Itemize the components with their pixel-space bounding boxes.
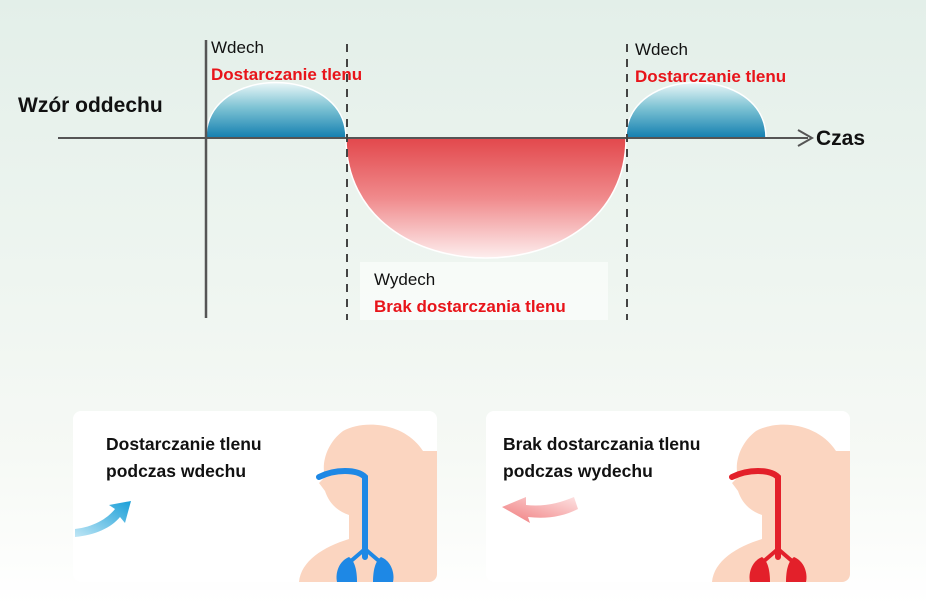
no-oxygen-airway-icon xyxy=(729,468,781,560)
lung-left-icon xyxy=(749,557,770,582)
lung-right-icon xyxy=(786,557,807,582)
oxygen-airway-icon xyxy=(316,468,368,560)
exhale-title: Wydech xyxy=(374,270,436,289)
exhale-subtitle: Brak dostarczania tlenu xyxy=(374,297,566,316)
inhale-1-subtitle: Dostarczanie tlenu xyxy=(211,65,363,84)
lung-left-icon xyxy=(336,557,357,582)
inhale-hump-1 xyxy=(205,81,347,139)
outflow-arrow-icon xyxy=(502,497,578,523)
exhale-card-line-2: podczas wydechu xyxy=(503,461,653,481)
exhale-bowl xyxy=(345,137,627,259)
exhale-illustration xyxy=(502,424,850,582)
inhale-card: Dostarczanie tlenu podczas wdechu xyxy=(73,411,437,582)
inhale-illustration xyxy=(75,424,437,582)
exhale-card-line-1: Brak dostarczania tlenu xyxy=(503,434,701,454)
exhale-label-box xyxy=(360,262,608,320)
exhale-card-text: Brak dostarczania tlenu podczas wydechu xyxy=(503,431,743,485)
inflow-arrow-icon xyxy=(75,501,131,537)
inhale-card-line-2: podczas wdechu xyxy=(106,461,247,481)
breathing-pattern-label: Wzór oddechu xyxy=(18,94,163,117)
inhale-1-title: Wdech xyxy=(211,38,264,57)
inhale-2-title: Wdech xyxy=(635,40,688,59)
inhale-hump-2 xyxy=(625,81,767,139)
time-axis-arrowhead xyxy=(797,129,815,147)
inhale-2-subtitle: Dostarczanie tlenu xyxy=(635,67,787,86)
exhale-card: Brak dostarczania tlenu podczas wydechu xyxy=(486,411,850,582)
time-axis-label: Czas xyxy=(816,127,866,150)
inhale-card-line-1: Dostarczanie tlenu xyxy=(106,434,262,454)
lung-right-icon xyxy=(373,557,394,582)
inhale-card-text: Dostarczanie tlenu podczas wdechu xyxy=(106,431,306,485)
